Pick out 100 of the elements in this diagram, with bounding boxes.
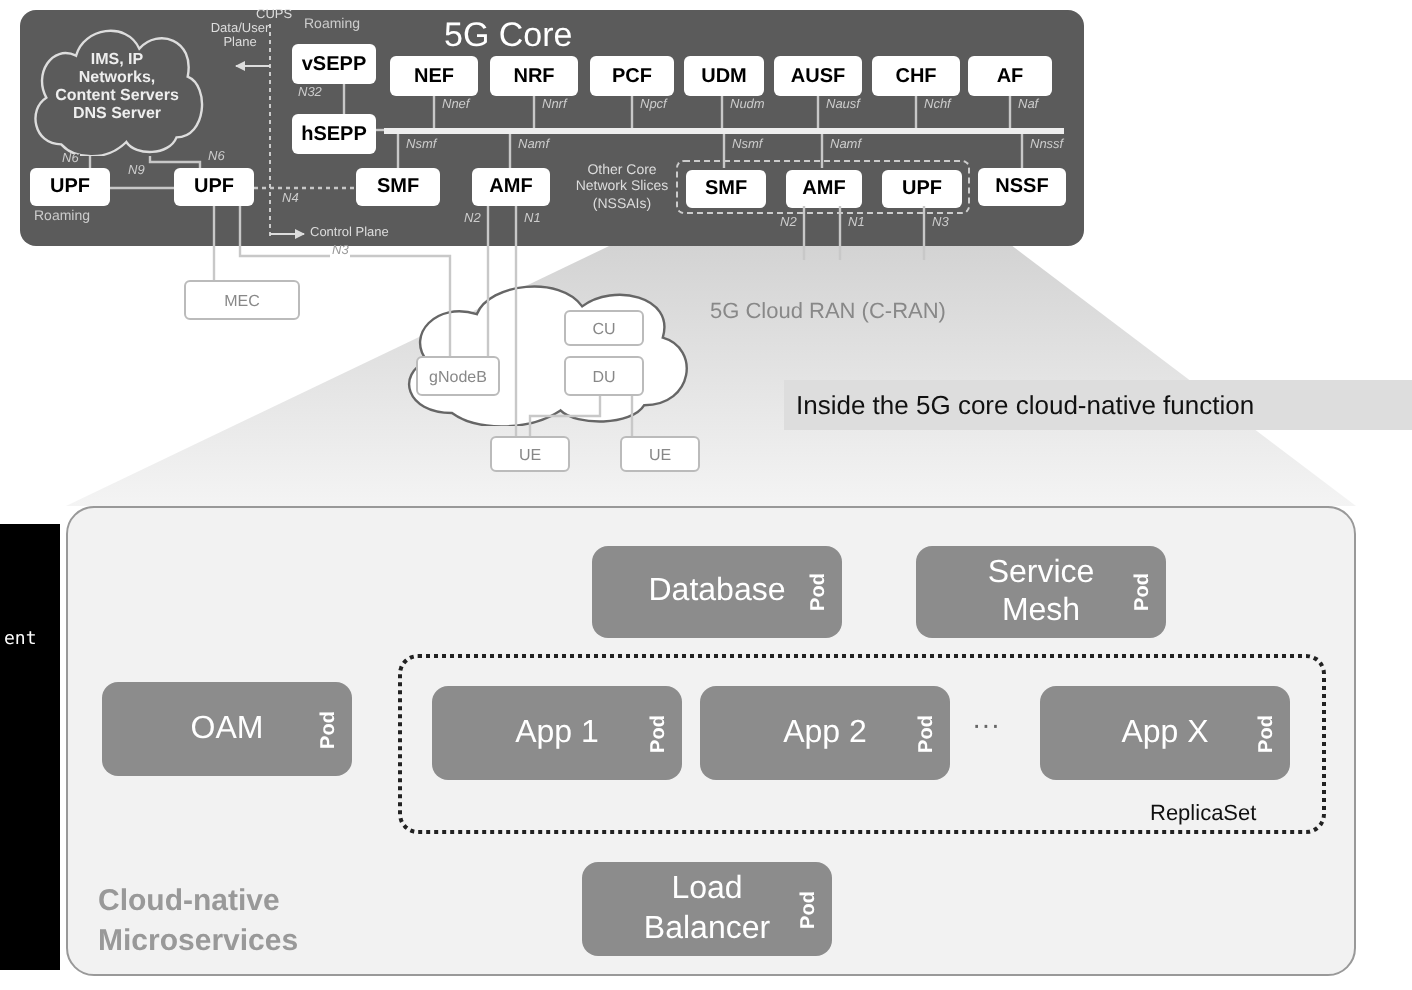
connector-line: [110, 186, 174, 190]
function-box: [684, 56, 764, 96]
core-network-panel: [20, 10, 1084, 246]
connector-line: [528, 396, 602, 436]
pod-name: App 2: [783, 713, 867, 753]
function-name: UPF: [194, 176, 234, 198]
connector-line: [88, 156, 92, 168]
connector-line: [630, 96, 634, 128]
pod-box: [102, 682, 352, 776]
box-label: gNodeB: [429, 367, 487, 385]
function-box: [472, 168, 550, 206]
element-box: [564, 310, 644, 346]
function-name: UDM: [701, 65, 747, 87]
replicaset-group-box: [398, 654, 1326, 834]
function-box: [774, 56, 862, 96]
element-box: [416, 356, 500, 396]
connector-line: [342, 84, 346, 114]
element-box: [184, 280, 300, 320]
connector-line: [922, 206, 926, 260]
pod-name: Service Mesh: [985, 553, 1097, 631]
connector-line: [376, 128, 384, 132]
function-box: [356, 168, 440, 206]
pod-box: [700, 686, 950, 780]
pod-label: Pod: [798, 890, 820, 928]
connector-line: [720, 96, 724, 128]
connector-line: [1020, 134, 1024, 168]
panel-text: ent: [4, 630, 37, 650]
pod-box: [1040, 686, 1290, 780]
box-label: UE: [648, 445, 672, 463]
pod-name: OAM: [190, 709, 264, 749]
function-box: [590, 56, 674, 96]
function-name: UPF: [50, 176, 90, 198]
function-name: NRF: [513, 65, 555, 87]
pod-name: App 1: [515, 713, 599, 753]
pod-label: Pod: [1256, 714, 1278, 752]
function-name: AMF: [802, 178, 846, 200]
connector-line: [816, 96, 820, 128]
box-label: DU: [592, 367, 616, 385]
pod-name: Load Balancer: [641, 870, 773, 948]
connector-line: [254, 186, 356, 190]
function-box: [390, 56, 478, 96]
connector-line: [238, 206, 452, 356]
function-box: [968, 56, 1052, 96]
function-name: NSSF: [995, 176, 1049, 198]
function-name: PCF: [612, 65, 652, 87]
pod-label: Pod: [808, 573, 830, 611]
panel-heading: Cloud-native Microservices: [98, 882, 301, 960]
function-name: SMF: [704, 178, 748, 200]
function-box: [872, 56, 960, 96]
function-box: [490, 56, 578, 96]
connector-line: [914, 96, 918, 128]
box-label: UE: [518, 445, 542, 463]
connector-line: [802, 206, 806, 260]
function-box: [882, 170, 962, 208]
function-name: NEF: [414, 65, 454, 87]
region-label: 5G Cloud RAN (C-RAN): [710, 300, 946, 324]
box-label: MEC: [224, 291, 260, 309]
function-box: [686, 170, 766, 208]
pod-box: [592, 546, 842, 638]
function-name: SMF: [376, 176, 420, 198]
element-box: [564, 356, 644, 396]
panel-title: 5G Core: [444, 16, 573, 56]
function-box: [174, 168, 254, 206]
pod-label: Pod: [318, 710, 340, 748]
function-name: vSEPP: [301, 53, 367, 75]
function-name: UPF: [902, 178, 942, 200]
connector-line: [514, 206, 518, 436]
pod-label: Pod: [648, 714, 670, 752]
connector-line: [396, 134, 400, 168]
element-box: [490, 436, 570, 472]
connector-line: [722, 134, 726, 168]
function-box: [978, 168, 1066, 206]
connector-line: [508, 134, 512, 168]
box-label: CU: [592, 319, 616, 337]
connector-line: [432, 96, 436, 128]
text-panel: [0, 524, 60, 970]
connector-line: [148, 156, 202, 168]
connector-line: [486, 206, 490, 356]
connector-line: [820, 134, 824, 168]
pod-box: [432, 686, 682, 780]
element-box: [620, 436, 700, 472]
pod-name: App X: [1121, 713, 1209, 753]
connector-line: [212, 206, 216, 280]
pod-label: Pod: [1132, 573, 1154, 611]
function-name: hSEPP: [301, 123, 367, 145]
function-name: CHF: [895, 65, 937, 87]
group-label: ReplicaSet: [1150, 802, 1257, 826]
pod-box: [582, 862, 832, 956]
connector-line: [630, 396, 634, 436]
pod-name: Database: [648, 572, 786, 612]
function-name: AMF: [489, 176, 533, 198]
microservices-panel: [66, 506, 1356, 976]
function-box: [786, 170, 862, 208]
cloud-label: IMS, IP Networks, Content Servers DNS Server: [55, 49, 179, 123]
pod-label: Pod: [916, 714, 938, 752]
banner-box: [784, 380, 1412, 430]
service-bus-line: [384, 128, 1064, 134]
connector-line: [1008, 96, 1012, 128]
connector-line: [532, 96, 536, 128]
connector-line: [838, 206, 842, 260]
